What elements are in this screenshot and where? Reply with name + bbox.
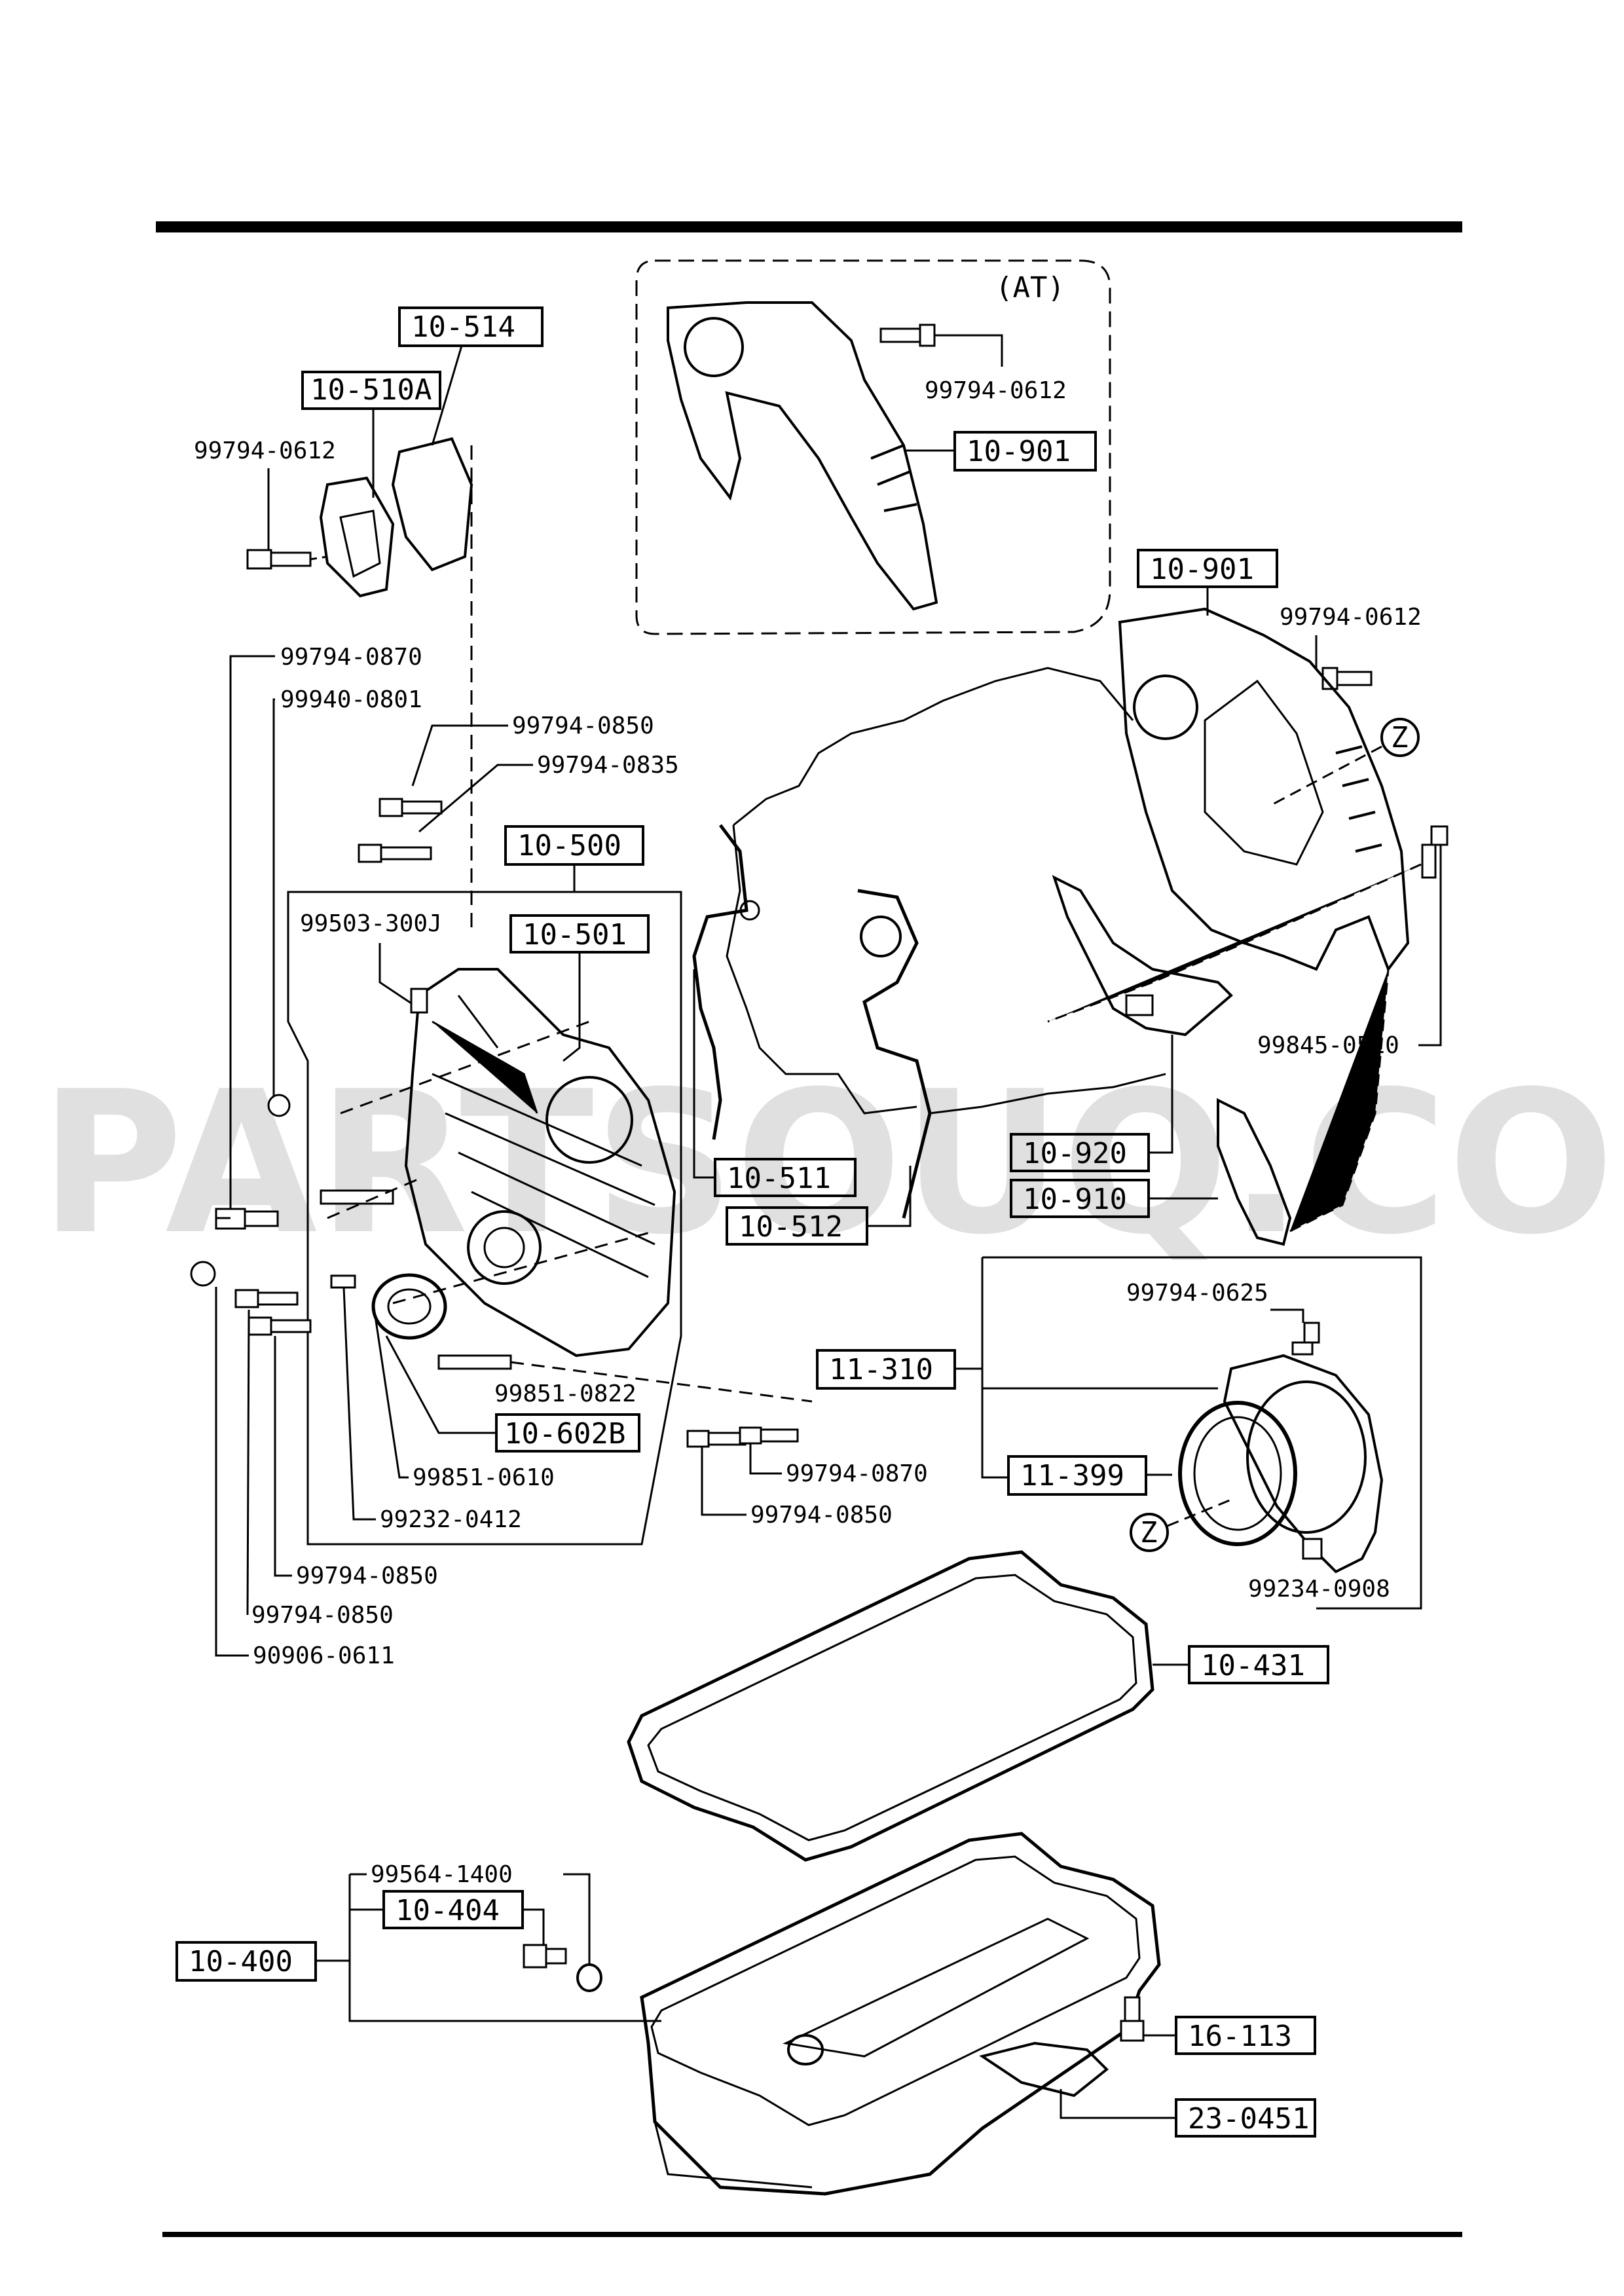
timing-cover-group: 10-500 10-501 99503-300J 99851-0822 10-6… (287, 825, 928, 1546)
box-10-404: 10-404 (396, 1894, 500, 1927)
box-10-500: 10-500 (517, 829, 621, 862)
timing-cover (404, 968, 676, 1358)
part-1400: 99564-1400 (371, 1861, 513, 1888)
part-0835: 99794-0835 (537, 752, 679, 779)
box-11-310: 11-310 (829, 1353, 933, 1386)
at-group: (AT) 99794-0612 10-901 (635, 259, 1111, 635)
part-0412: 99232-0412 (380, 1506, 522, 1533)
part-0870-mid: 99794-0870 (786, 1460, 928, 1487)
rear-plate (1118, 607, 1410, 972)
oil-pan-gasket-group: 10-431 (627, 1550, 1329, 1862)
bottom-left-bolts: 99794-0850 99794-0850 90906-0611 (190, 1094, 438, 1669)
part-0870-top: 99794-0870 (280, 644, 422, 671)
box-10-901-at-label: 10-901 (967, 435, 1071, 468)
at-bolt (879, 324, 936, 347)
box-10-910: 10-910 (1023, 1183, 1127, 1216)
box-10-431: 10-431 (1201, 1649, 1305, 1682)
part-0612-right: 99794-0612 (1280, 604, 1422, 631)
zone-marker-top: Z (1391, 721, 1409, 754)
box-10-901: 10-901 (1150, 553, 1254, 586)
at-label: (AT) (995, 271, 1065, 305)
box-10-602b: 10-602B (504, 1417, 625, 1451)
rear-seal-group: 11-310 11-399 99794-0625 Z 99234-0908 (816, 1256, 1422, 1610)
header-rule (156, 221, 1462, 232)
left-bolt-labels: 99794-0870 99940-0801 99794-0850 99794-0… (229, 644, 679, 1218)
part-0850-top: 99794-0850 (512, 713, 654, 739)
part-0850-a: 99794-0850 (296, 1563, 438, 1589)
part-300j: 99503-300J (300, 910, 442, 937)
part-0850-mid: 99794-0850 (750, 1502, 893, 1528)
box-10-512: 10-512 (739, 1210, 843, 1244)
top-left-cover: 10-514 10-510A 99794-0612 (194, 306, 544, 930)
gasket-10-511 (692, 824, 748, 1140)
seal-housing (1223, 1354, 1384, 1574)
plate-10-910 (1217, 1098, 1292, 1246)
footer-rule (162, 2232, 1462, 2237)
part-0625: 99794-0625 (1126, 1280, 1268, 1306)
part-0908: 99234-0908 (1248, 1576, 1390, 1602)
part-0610: 99851-0610 (413, 1464, 555, 1491)
part-0822: 99851-0822 (494, 1380, 637, 1407)
oil-pan-group: 99564-1400 10-404 10-400 16-113 23-0451 (175, 1832, 1316, 2196)
box-11-399: 11-399 (1020, 1459, 1124, 1492)
box-10-510a: 10-510A (310, 373, 432, 407)
oil-pan-gasket (627, 1550, 1154, 1862)
engine-block-outline (692, 667, 1166, 1219)
oil-pan (640, 1832, 1161, 2196)
part-0801: 99940-0801 (280, 686, 422, 713)
part-0850-b: 99794-0850 (251, 1602, 394, 1629)
cover-10-920 (1052, 875, 1233, 1037)
part-0611: 90906-0611 (253, 1642, 395, 1669)
gasket-10-512 (857, 889, 932, 1219)
box-10-400: 10-400 (189, 1945, 293, 1978)
box-10-920: 10-920 (1023, 1137, 1127, 1170)
at-plate (667, 301, 938, 611)
rear-oil-seal (1178, 1401, 1297, 1546)
box-10-511: 10-511 (727, 1162, 831, 1195)
zone-marker-bottom: Z (1140, 1516, 1158, 1549)
box-10-501: 10-501 (523, 918, 627, 952)
part-0612-left: 99794-0612 (194, 437, 336, 464)
rear-plate-group: 10-901 99794-0612 Z 99845-0510 (1047, 549, 1449, 1246)
part-at-0612: 99794-0612 (925, 377, 1067, 404)
box-16-113: 16-113 (1188, 2020, 1292, 2053)
box-23-0451: 23-0451 (1188, 2102, 1309, 2136)
box-10-514: 10-514 (411, 310, 515, 344)
